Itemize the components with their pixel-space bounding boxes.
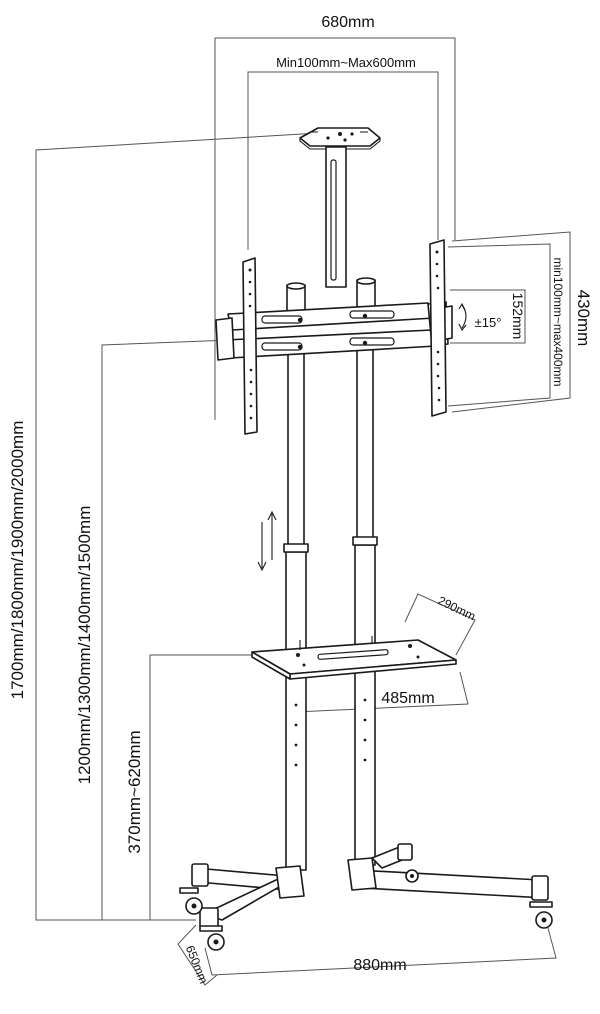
base-depth-label: 650mm	[183, 943, 211, 985]
tilt-angle-label: ±15°	[475, 315, 502, 330]
shelf-height-label: 370mm~620mm	[125, 730, 144, 853]
shelf-width-label: 485mm	[381, 690, 434, 707]
tilt-range-label: 152mm	[510, 293, 526, 340]
dimension-lines	[35, 37, 571, 986]
vesa-width-label: Min100mm~Max600mm	[276, 55, 416, 70]
base-width-label: 880mm	[353, 957, 406, 974]
overall-width-label: 680mm	[321, 14, 374, 31]
total-height-label: 1700mm/1800mm/1900mm/2000mm	[8, 421, 27, 700]
upright-poles	[283, 277, 378, 871]
mount-center-height-label: 1200mm/1300mm/1400mm/1500mm	[75, 506, 94, 785]
vesa-height-label: min100mm~max400mm	[551, 257, 565, 386]
middle-shelf	[251, 636, 457, 680]
base-frame	[191, 843, 549, 929]
tv-mount-bracket	[215, 239, 467, 435]
top-camera-shelf	[299, 127, 381, 288]
mount-height-label: 430mm	[574, 290, 593, 347]
height-adjust-arrows-icon	[257, 510, 277, 572]
caster-wheels	[179, 869, 553, 951]
shelf-depth-label: 290mm	[436, 593, 478, 623]
